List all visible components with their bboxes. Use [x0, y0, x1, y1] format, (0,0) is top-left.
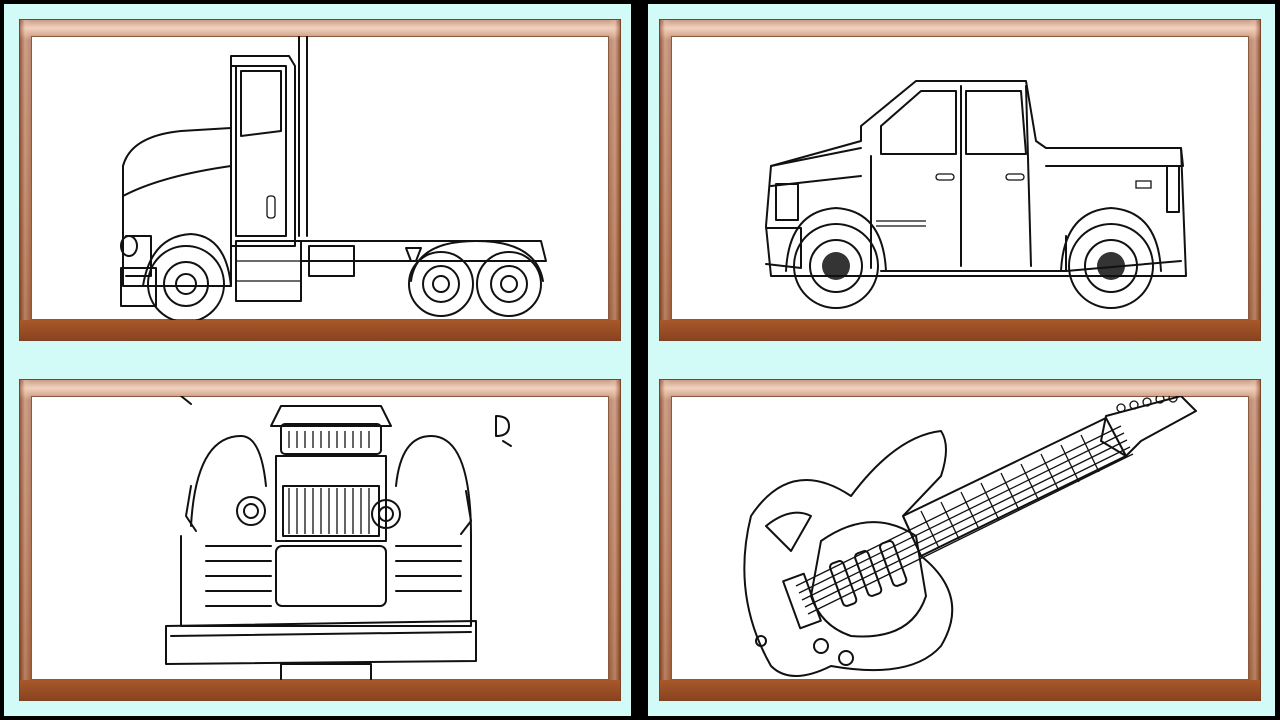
card-frame-bottom — [20, 680, 620, 700]
left-panel — [4, 4, 631, 716]
card-frame-bottom — [660, 320, 1260, 340]
coloring-card-pickup-truck[interactable] — [660, 20, 1260, 340]
coloring-card-tractor[interactable] — [20, 380, 620, 700]
card-canvas — [671, 396, 1249, 680]
card-canvas — [31, 36, 609, 320]
card-frame-bottom — [660, 680, 1260, 700]
electric-guitar-icon — [743, 396, 1197, 677]
coloring-card-electric-guitar[interactable] — [660, 380, 1260, 700]
card-canvas — [31, 396, 609, 680]
pickup-truck-icon — [765, 80, 1187, 309]
right-panel — [648, 4, 1275, 716]
semi-truck-icon — [120, 36, 547, 320]
card-frame-bottom — [20, 320, 620, 340]
coloring-card-semi-truck[interactable] — [20, 20, 620, 340]
tractor-icon — [165, 396, 512, 680]
card-canvas — [671, 36, 1249, 320]
